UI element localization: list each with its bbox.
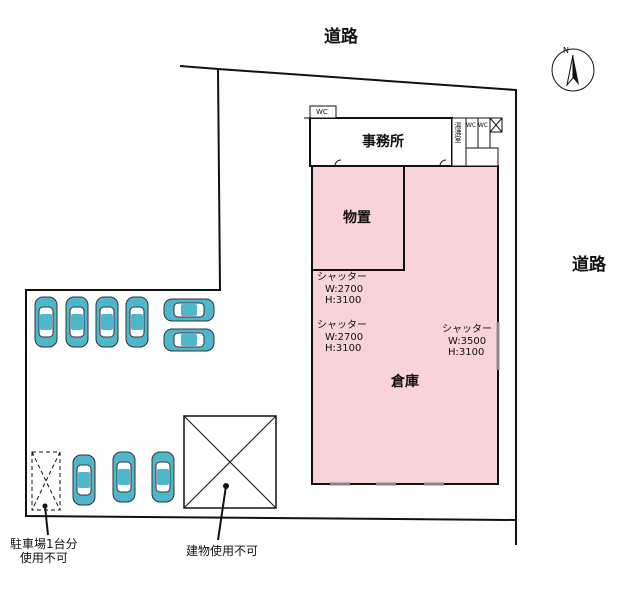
site-boundary-left — [25, 68, 517, 521]
unusable-parking-space — [31, 451, 61, 536]
wc-right-b-label: WC — [478, 122, 489, 129]
site-boundary-top — [179, 65, 517, 520]
road-north-label: 道路 — [324, 27, 358, 47]
shutter-3-label: シャッター W:3500 H:3100 — [442, 324, 492, 359]
shutter-1-label: シャッター W:2700 H:3100 — [317, 272, 367, 307]
building-unusable-note: 建物使用不可 — [186, 544, 259, 558]
wc-right-a-label: WC — [466, 122, 477, 129]
parked-car — [65, 296, 89, 348]
warehouse-label: 倉庫 — [391, 374, 419, 390]
compass-letter: N — [563, 46, 569, 55]
wc-top — [309, 105, 337, 119]
shutter-3-title: シャッター — [442, 324, 492, 335]
shutter-1-height: H:3100 — [325, 295, 362, 306]
parked-car — [151, 451, 175, 503]
parked-car — [95, 296, 119, 348]
shutter-2-height: H:3100 — [325, 343, 362, 354]
parked-car — [125, 296, 149, 348]
shutter-1-title: シャッター — [317, 272, 367, 283]
shutter-2-label: シャッター W:2700 H:3100 — [317, 320, 367, 355]
parked-car — [163, 328, 215, 352]
compass-icon — [551, 48, 595, 92]
shutter-2-width: W:2700 — [325, 331, 364, 343]
parking-unusable-line-2: 使用不可 — [19, 550, 68, 565]
parked-cars — [34, 296, 215, 506]
kitchen-label: 湯沸室 — [454, 122, 463, 143]
unusable-building — [183, 415, 277, 541]
parking-unusable-line-1: 駐車場1台分 — [10, 537, 78, 551]
shutter-3-width: W:3500 — [448, 335, 487, 347]
parked-car — [72, 454, 96, 506]
road-east-label: 道路 — [572, 255, 606, 275]
storage-room — [311, 165, 405, 271]
shutter-3-height: H:3100 — [448, 347, 485, 358]
wc-top-label: WC — [316, 108, 328, 116]
parked-car — [34, 296, 58, 348]
office-label: 事務所 — [362, 134, 404, 150]
parking-unusable-note: 駐車場1台分 使用不可 — [10, 537, 78, 566]
storage-label: 物置 — [343, 210, 371, 226]
shutter-1-width: W:2700 — [325, 283, 364, 295]
parked-car — [163, 298, 215, 322]
parked-car — [112, 451, 136, 503]
shutter-2-title: シャッター — [317, 320, 367, 331]
